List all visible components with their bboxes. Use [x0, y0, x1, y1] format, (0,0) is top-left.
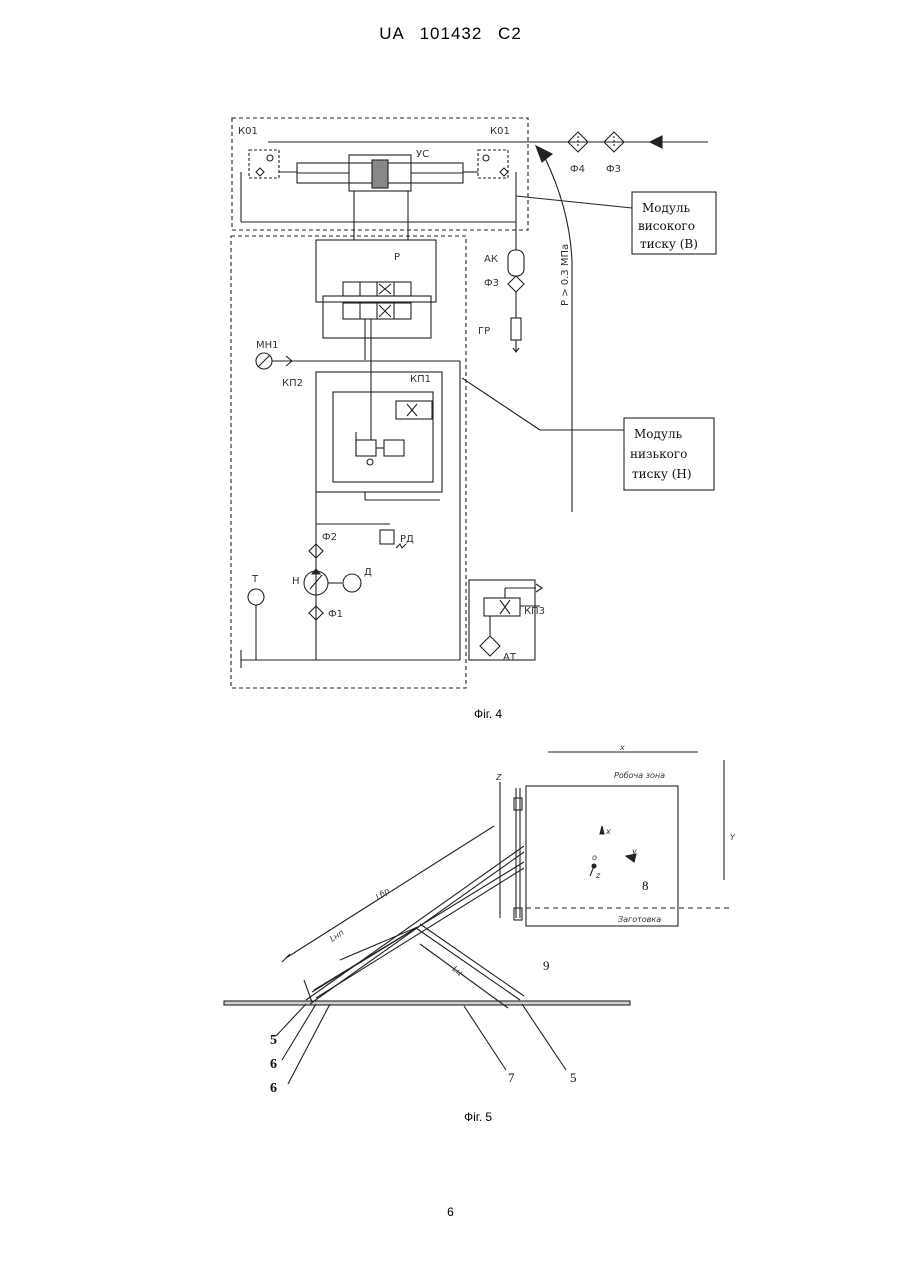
label-origin: o	[592, 853, 597, 862]
label-z-left: Z	[495, 773, 502, 782]
figure-5-caption: Фіг. 5	[464, 1110, 492, 1124]
label-work-zone: Робоча зона	[614, 771, 665, 780]
label-lbr: Lбр	[374, 886, 391, 901]
label-5-left: 5	[270, 1033, 277, 1048]
page-number: 6	[0, 1205, 901, 1219]
label-6b: 6	[270, 1081, 277, 1096]
label-7: 7	[508, 1070, 515, 1085]
label-6a: 6	[270, 1057, 277, 1072]
label-5-right: 5	[570, 1070, 577, 1085]
label-axis-y: y	[631, 847, 637, 856]
label-lnp: Lнп	[328, 928, 345, 944]
work-zone-box	[526, 786, 678, 926]
label-x-top: x	[619, 743, 625, 752]
label-axis-z: z	[595, 871, 601, 880]
label-axis-x: x	[605, 827, 611, 836]
label-9: 9	[543, 958, 550, 973]
label-8: 8	[642, 878, 649, 893]
label-lu: Lц	[451, 964, 465, 977]
label-blank: Заготовка	[618, 915, 661, 924]
label-y-right: Y	[730, 833, 736, 842]
